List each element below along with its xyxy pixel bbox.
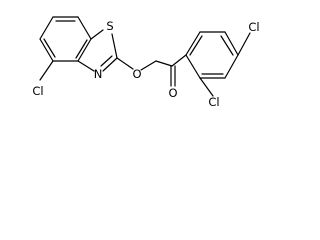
bond <box>77 38 92 62</box>
atom-label-cl-top: Cl <box>248 20 259 34</box>
dichlorophenyl-ring <box>185 31 239 79</box>
bond-c-cl-bottom <box>199 77 214 97</box>
bond <box>102 57 118 72</box>
bond-ch2-co <box>155 60 173 67</box>
bond <box>111 33 118 59</box>
bond-co-ring <box>171 54 187 67</box>
bond <box>185 31 201 56</box>
atom-label-o-ether: O <box>132 67 141 81</box>
atom-label-cl-bottom: Cl <box>208 95 219 109</box>
atom-label-s: S <box>106 19 113 33</box>
bond <box>90 29 104 40</box>
bond <box>100 55 113 67</box>
atom-label-o-carbonyl: O <box>168 86 177 100</box>
bond-c-cl-top <box>237 32 251 56</box>
bond-o-ch2 <box>140 60 157 71</box>
bond <box>75 39 88 59</box>
bond <box>77 16 92 40</box>
bond-c2-o <box>116 57 134 70</box>
bond <box>77 60 95 72</box>
bond <box>39 16 54 40</box>
thiazole-ring <box>77 29 118 72</box>
atom-label-cl-left: Cl <box>32 84 43 98</box>
bond <box>43 38 56 58</box>
bond <box>224 31 239 56</box>
bond-c-cl-left <box>39 60 54 81</box>
bond <box>224 54 239 79</box>
molecule-structure-diagram: Cl S N O O Cl Cl <box>32 16 260 109</box>
bond <box>189 35 203 56</box>
bond <box>220 35 234 56</box>
bond <box>185 54 201 79</box>
benzothiazole-benzene-ring <box>39 16 92 62</box>
atom-label-n: N <box>94 67 103 81</box>
bond <box>39 38 54 62</box>
